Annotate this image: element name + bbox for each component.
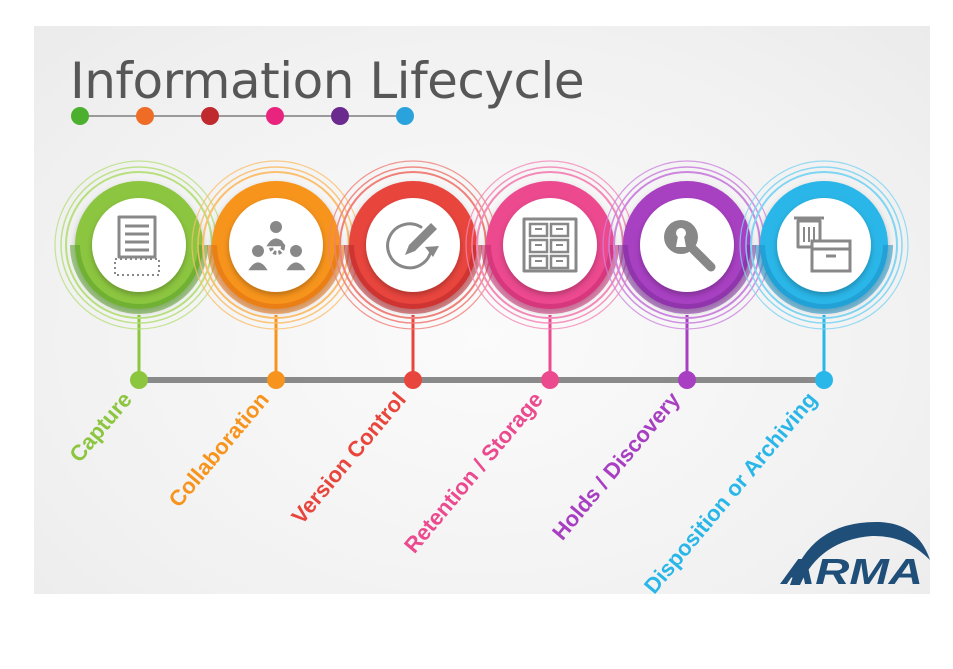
team-gear-icon bbox=[248, 221, 306, 271]
arma-logo: ARMA bbox=[780, 521, 930, 592]
title-dot bbox=[71, 107, 89, 125]
title-dot bbox=[136, 107, 154, 125]
timeline-dot bbox=[267, 371, 285, 389]
title-dot bbox=[396, 107, 414, 125]
title-dot bbox=[266, 107, 284, 125]
stage-label: Version Control bbox=[286, 387, 410, 529]
stage-label: Capture bbox=[64, 387, 137, 467]
trash-box-icon bbox=[794, 216, 852, 273]
stage-1: Capture bbox=[54, 160, 224, 467]
title-dot bbox=[201, 107, 219, 125]
document-scan-icon bbox=[114, 215, 160, 276]
timeline-dot bbox=[404, 371, 422, 389]
title-dot bbox=[331, 107, 349, 125]
logo-text: ARMA bbox=[780, 551, 923, 592]
stage-disc bbox=[92, 198, 186, 292]
magnifier-icon bbox=[664, 220, 716, 272]
diagram-title: Information Lifecycle bbox=[70, 52, 585, 110]
timeline-dot bbox=[541, 371, 559, 389]
logo-swoosh bbox=[790, 521, 930, 585]
storage-shelves-icon bbox=[522, 217, 578, 273]
timeline-dot bbox=[130, 371, 148, 389]
stage-label: Collaboration bbox=[164, 387, 274, 512]
timeline-dot bbox=[678, 371, 696, 389]
timeline-dot bbox=[815, 371, 833, 389]
title-dot-line bbox=[71, 107, 414, 125]
edit-refresh-icon bbox=[386, 222, 439, 270]
stage-label: Holds / Discovery bbox=[547, 387, 685, 545]
stage-label: Retention / Storage bbox=[399, 387, 548, 558]
